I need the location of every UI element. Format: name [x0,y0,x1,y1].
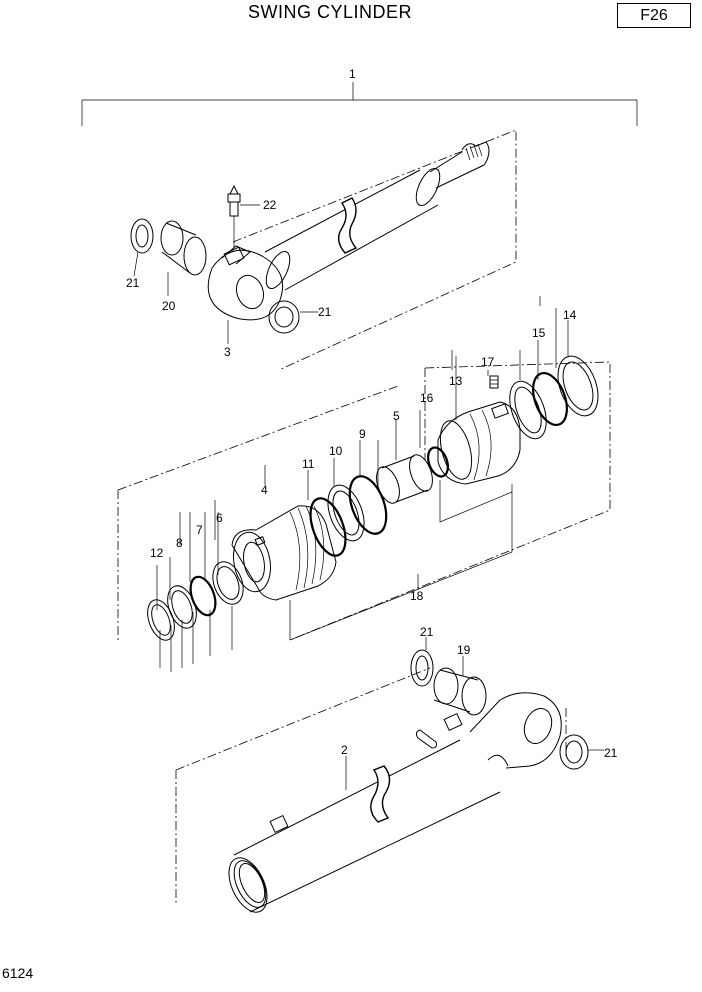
label-13: 13 [449,374,463,388]
dust-seal-part [130,218,154,277]
dust-seal-part [268,300,318,334]
cylinder-tube-part [175,667,567,913]
label-16: 16 [420,391,434,405]
label-1: 1 [349,67,356,81]
rod-seal-part [212,561,244,605]
label-17: 17 [481,355,495,369]
assembly-bracket [81,82,638,126]
label-3: 3 [224,345,231,359]
label-21: 21 [126,276,140,290]
label-6: 6 [216,511,223,525]
label-14: 14 [563,308,577,322]
label-21: 21 [604,746,618,760]
piston-part [437,401,521,485]
label-20: 20 [162,299,176,313]
dust-seal-part [559,734,604,770]
label-5: 5 [393,409,400,423]
label-21: 21 [420,625,434,639]
rod-cover-part [231,505,337,601]
label-12: 12 [150,546,164,560]
label-18: 18 [410,589,424,603]
part-labels: 1 2 3 4 5 6 7 8 9 10 11 12 13 14 15 16 1… [126,67,618,760]
label-22: 22 [263,198,277,212]
label-11: 11 [302,457,315,471]
label-7: 7 [196,523,203,537]
label-9: 9 [359,427,366,441]
diagram-title: SWING CYLINDER [248,2,413,22]
label-8: 8 [176,536,183,550]
o-ring-part [309,497,347,557]
page-number: 6124 [2,965,34,981]
dust-seal-part [410,637,434,687]
label-10: 10 [329,444,343,458]
wear-ring-part [509,380,547,440]
bushing-part [160,220,207,276]
label-21: 21 [318,305,332,319]
set-screw-part [489,375,499,389]
grease-nipple-part [227,184,260,248]
spacer-part [376,454,433,504]
label-4: 4 [261,483,268,497]
piston-rod-part [207,129,517,371]
piston-ring-part [557,355,599,417]
piston-seal-part [532,372,568,426]
seal-kit-frame [117,361,611,642]
label-19: 19 [457,643,471,657]
figure-code: F26 [617,3,691,28]
o-ring-part [427,446,449,478]
label-15: 15 [532,326,546,340]
snap-ring-part [147,599,175,641]
o-ring-part [348,475,388,535]
label-2: 2 [341,743,348,757]
backup-ring-part [327,484,365,542]
leader-lines [156,296,569,672]
bushing-part [433,667,487,716]
